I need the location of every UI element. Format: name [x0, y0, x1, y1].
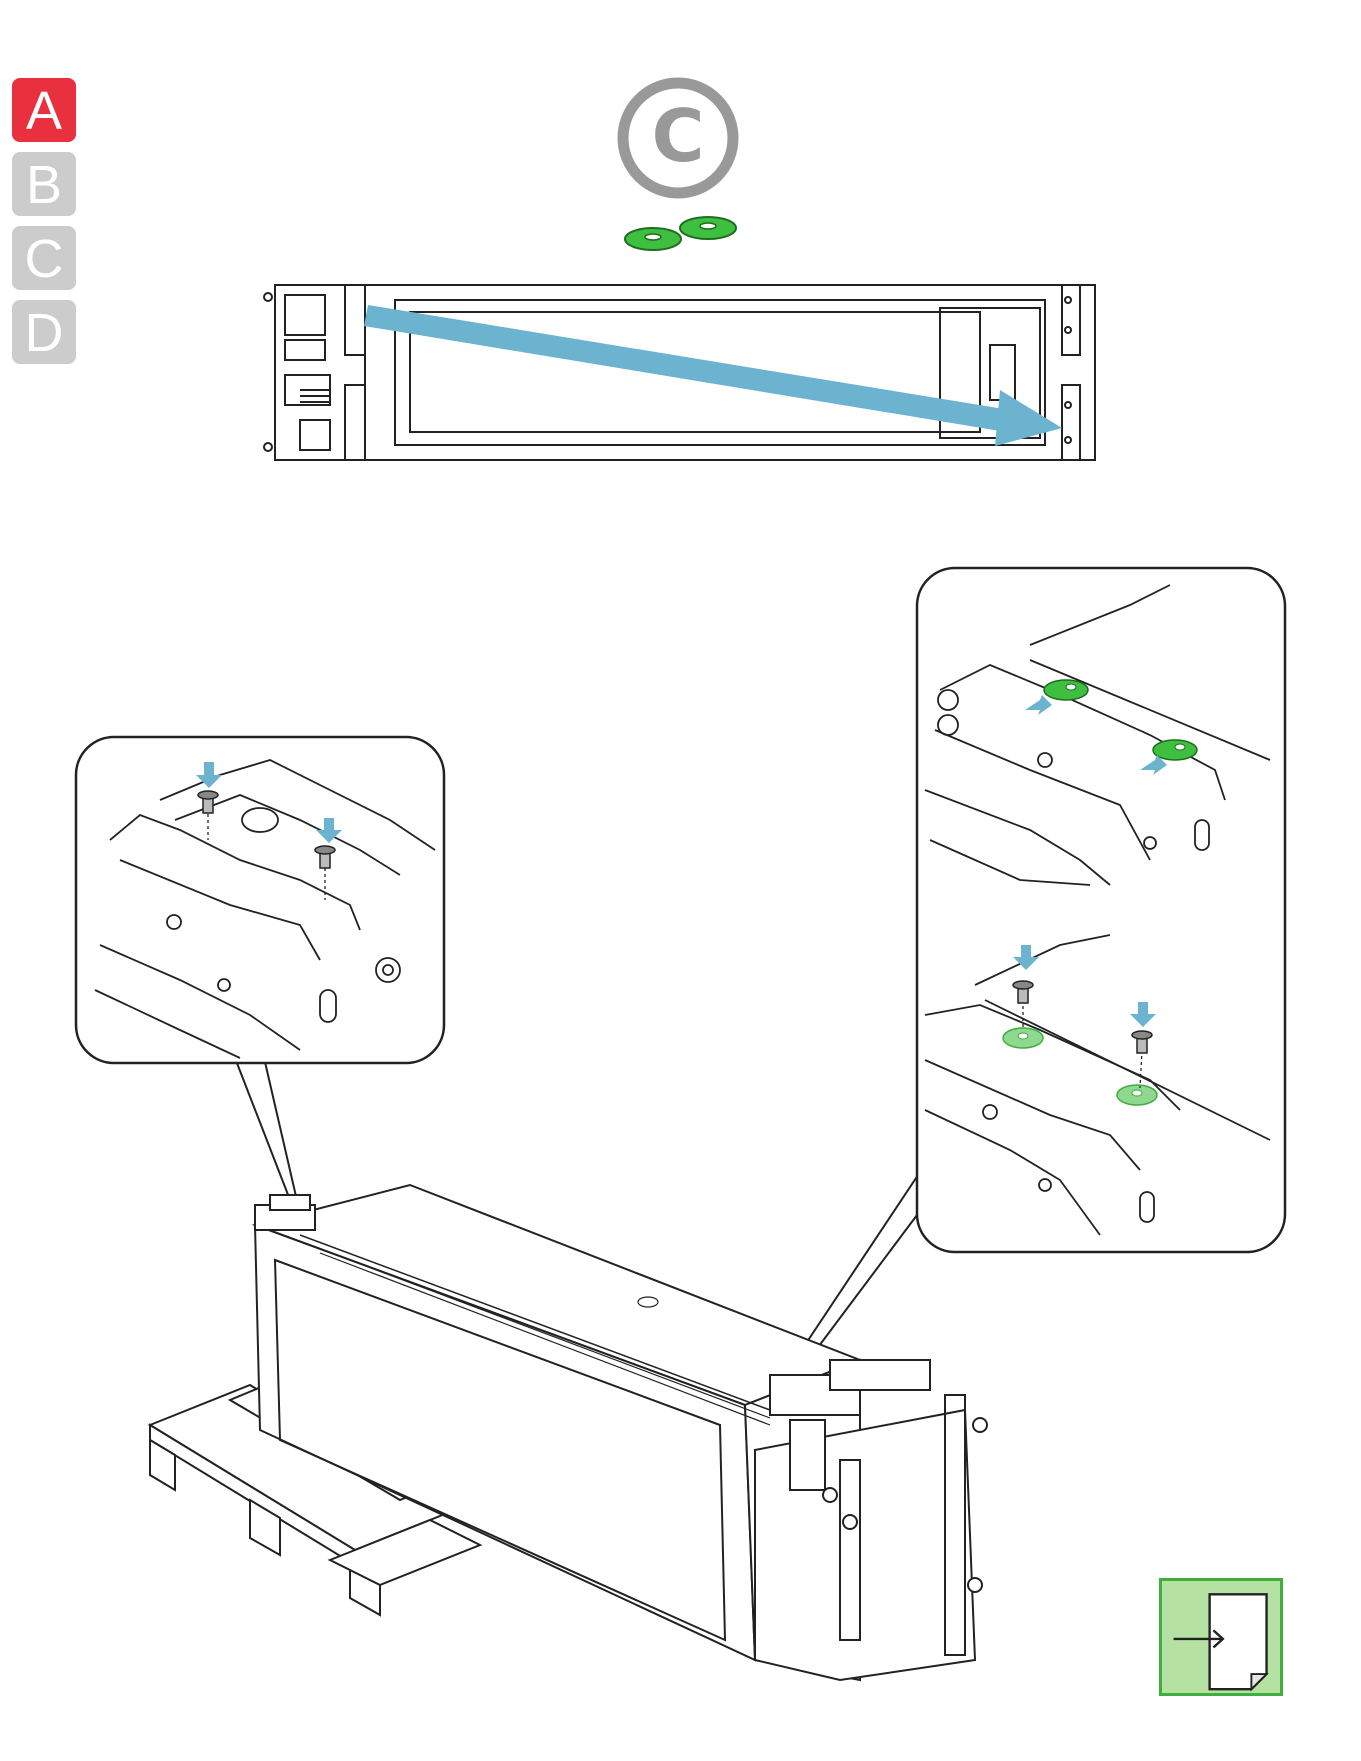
washer-icon	[1003, 1028, 1043, 1048]
detail-callout-left	[76, 737, 444, 1205]
washer-icon	[680, 217, 736, 239]
next-page-icon[interactable]	[1159, 1578, 1283, 1696]
washer-icon	[1153, 740, 1197, 760]
washer-icon	[1117, 1085, 1157, 1105]
washer-icon	[625, 228, 681, 250]
detail-callout-right	[785, 568, 1285, 1378]
washer-icon	[1044, 680, 1088, 700]
